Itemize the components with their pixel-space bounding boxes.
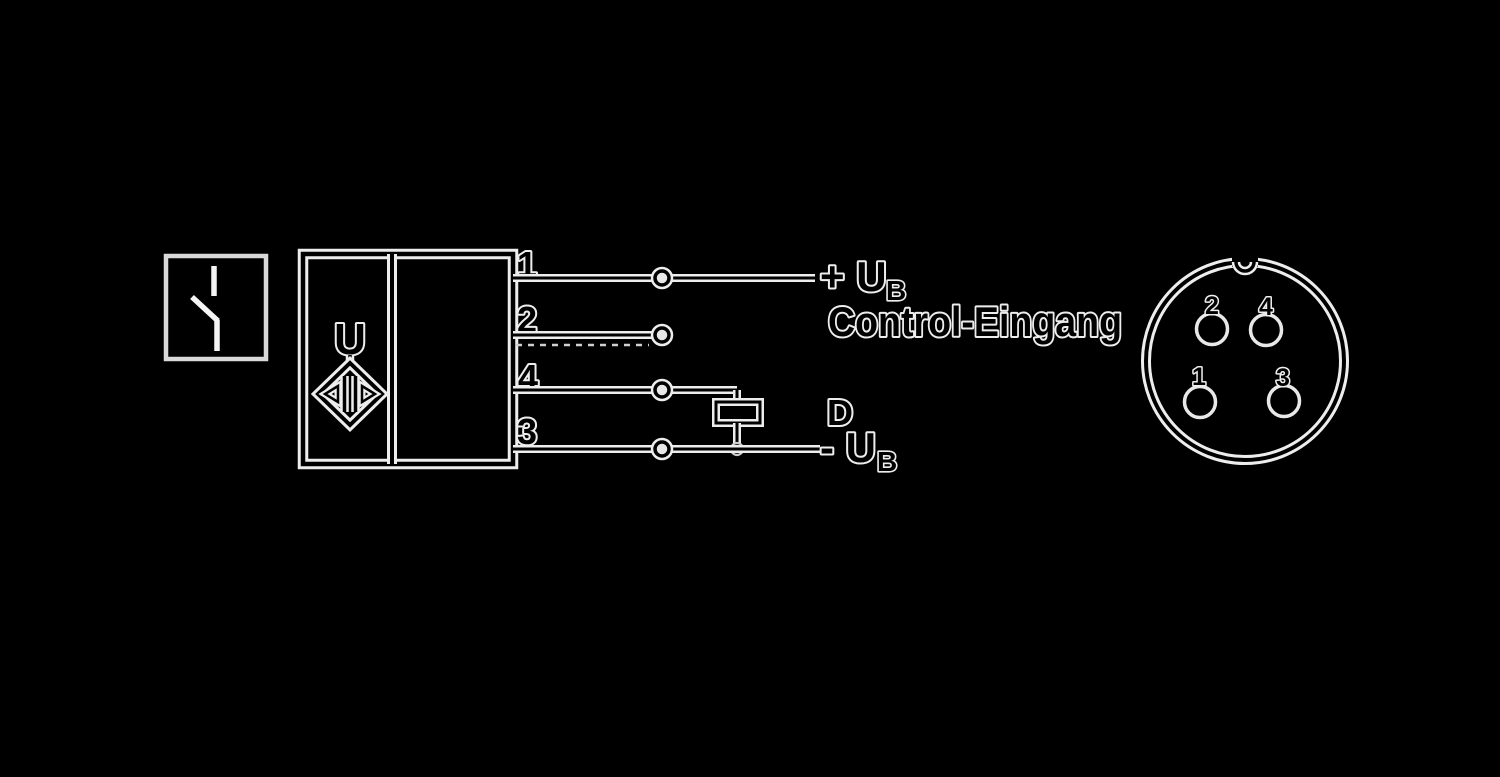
ultrasonic-transducer-icon [315,360,385,428]
connector-pin-3 [1266,383,1302,419]
connector-pin-1-number: 1 [1192,363,1206,391]
connector-pin-3-number: 3 [1276,364,1290,392]
label-minus-ub: - U [820,424,876,471]
switch-blade-icon [190,294,220,324]
label-plus-ub-subscript: B [886,275,906,306]
label-d-output: D [827,392,853,433]
connector-pin-2-number: 2 [1205,292,1219,320]
wave-arrow-left-icon [322,383,340,405]
sensor-type-label: U [334,315,366,364]
label-minus-ub-subscript: B [877,446,897,477]
sensor-outline [300,251,516,467]
terminal-circle-1 [653,269,671,287]
terminal-circle-3 [653,440,671,458]
label-plus-ub: + U [820,253,887,300]
sensor-body: U [297,248,519,470]
connector-pin-1 [1182,384,1218,420]
connector-keyway-notch [1234,261,1256,273]
wires [513,266,820,461]
connector-pinout: 2 4 1 3 [1141,250,1349,465]
connector-pin-2 [1194,311,1230,347]
terminal-circle-4 [653,381,671,399]
wire-labels: + U B Control-Eingang D - U B [818,251,1124,479]
wave-arrow-right-icon [360,383,378,405]
connector-pin-4-number: 4 [1259,293,1273,321]
terminal-circle-2 [653,326,671,344]
switch-mode-symbol [163,253,269,362]
label-control-eingang: Control-Eingang [828,298,1122,345]
connector-pin-4 [1248,312,1284,348]
